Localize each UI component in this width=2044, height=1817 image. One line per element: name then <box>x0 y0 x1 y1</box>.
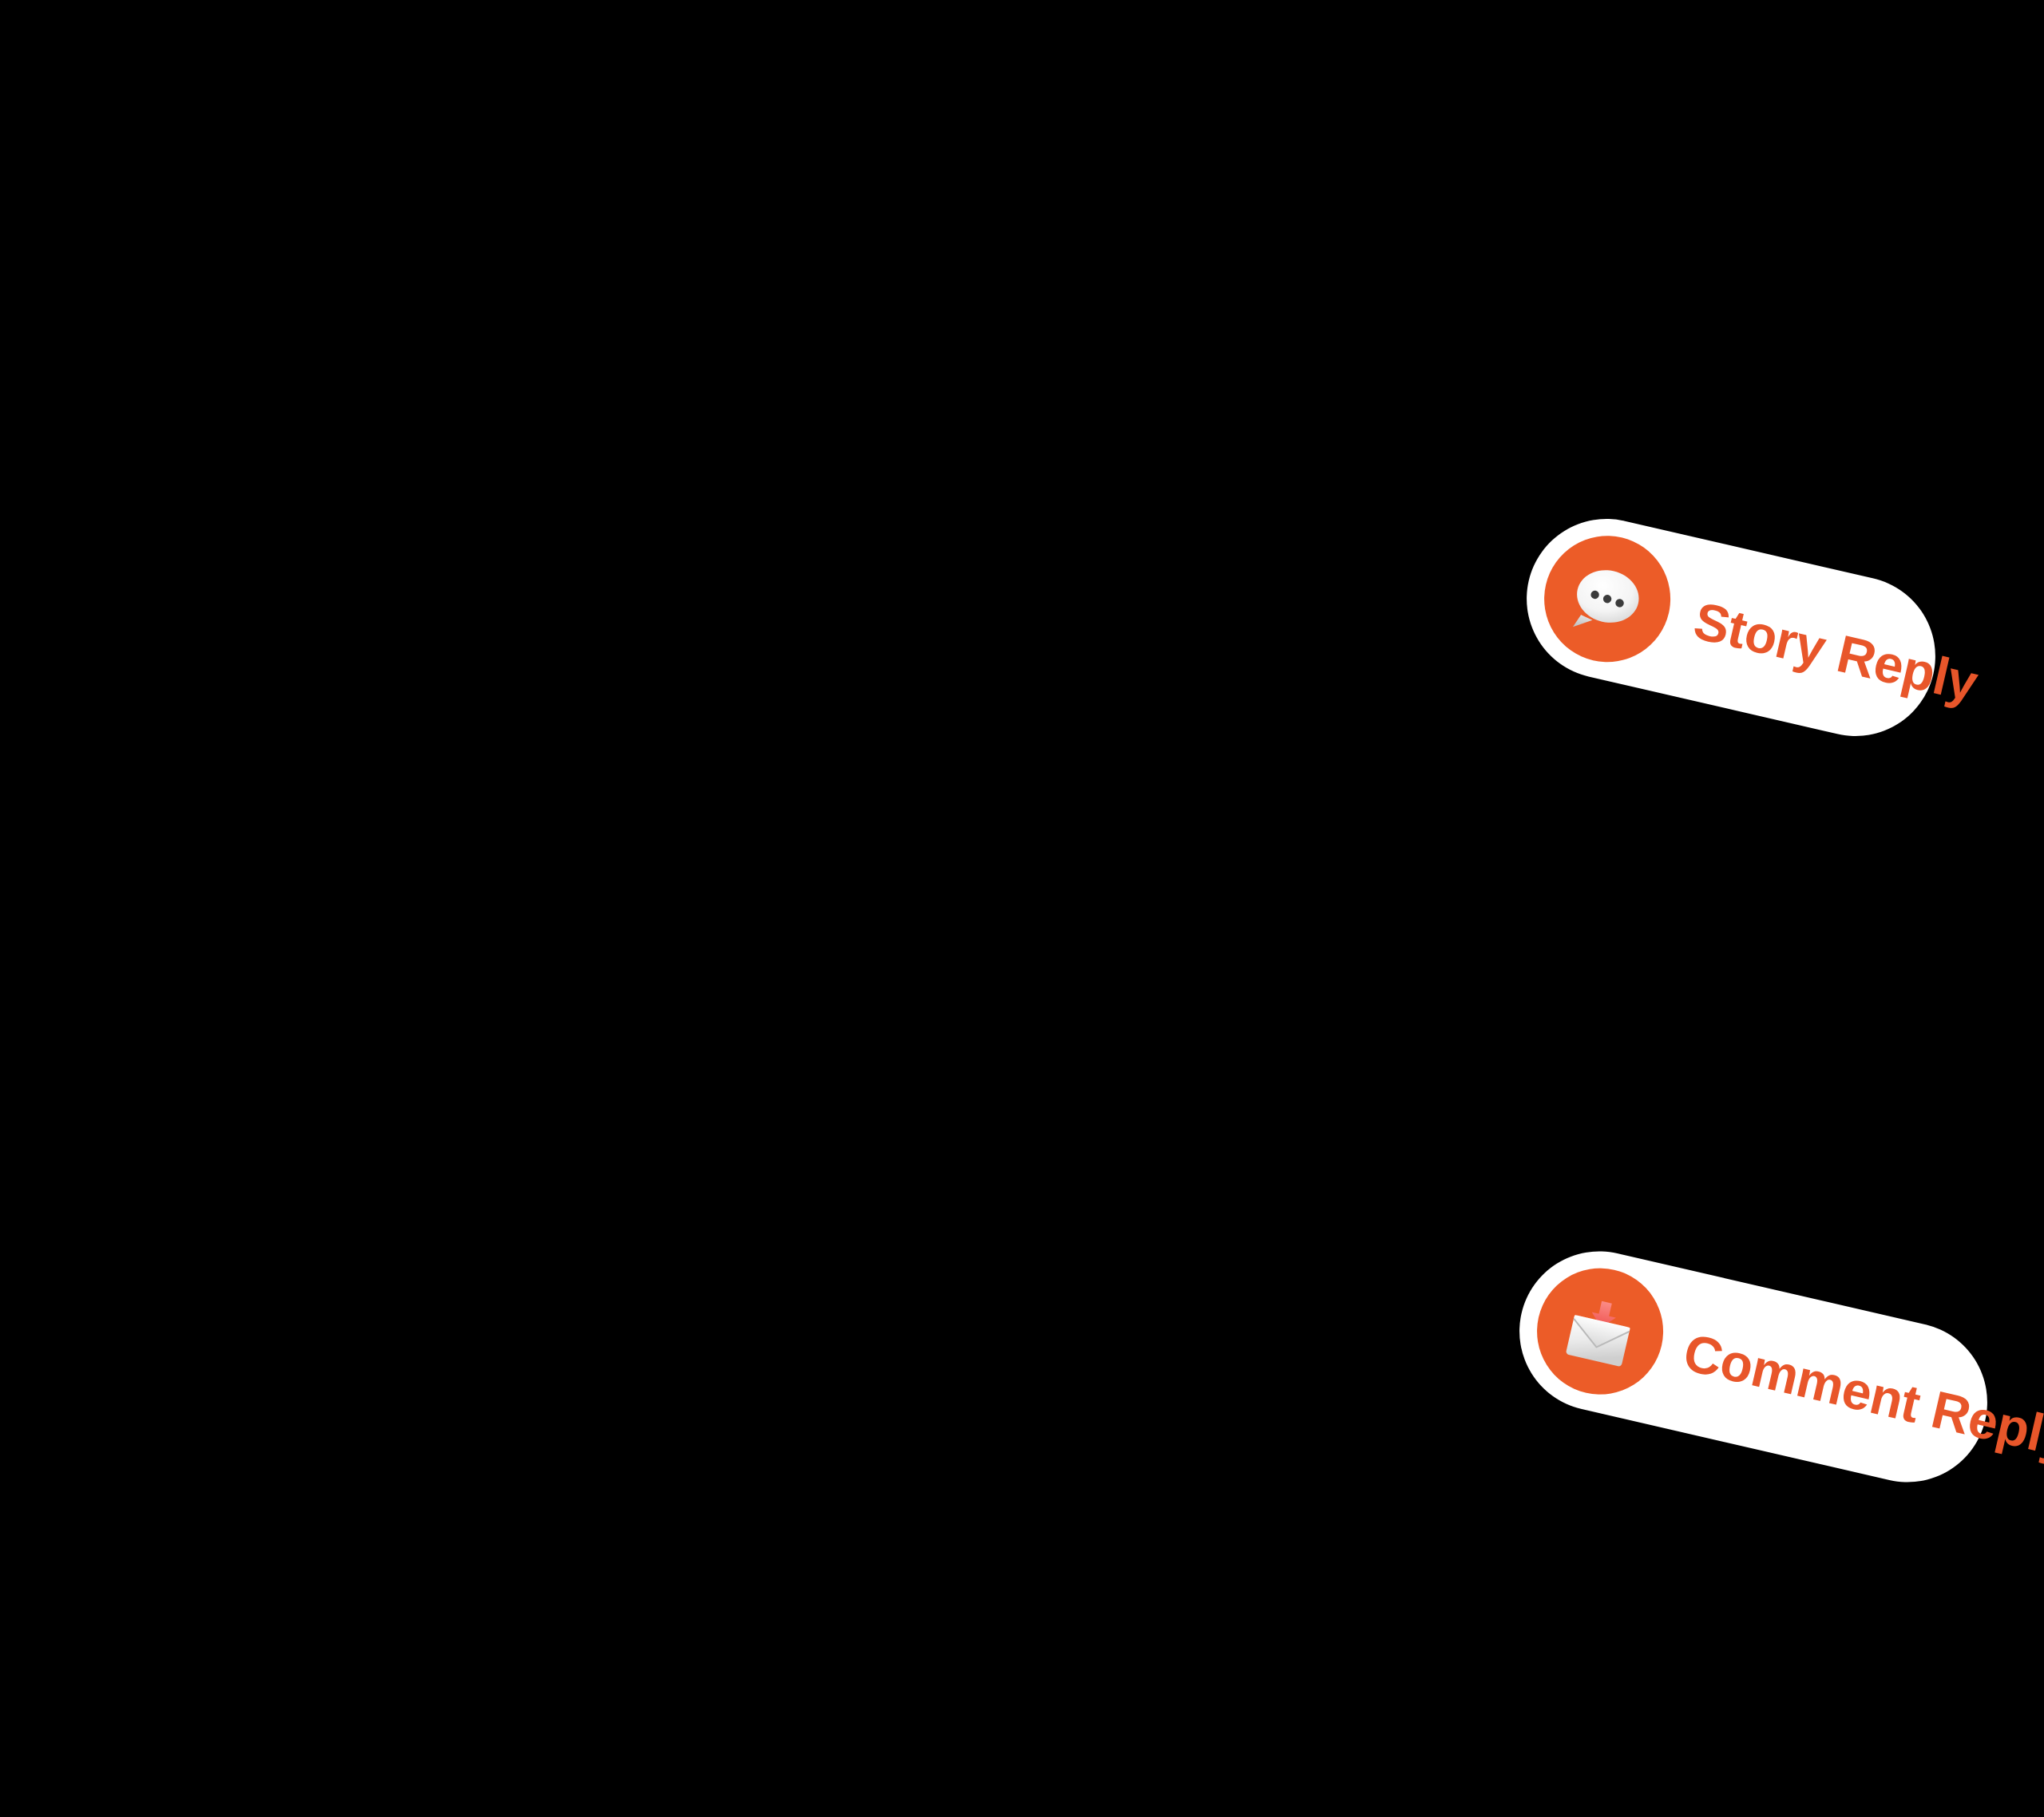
envelope-with-arrow-icon <box>1524 1255 1676 1407</box>
envelope-with-arrow-glyph <box>1551 1281 1650 1381</box>
speech-balloon-glyph <box>1558 549 1658 649</box>
badge-comment-reply[interactable]: Comment Reply <box>1503 1235 2044 1498</box>
badge-story-reply-label: Story Reply <box>1688 590 1983 713</box>
badge-story-reply[interactable]: Story Reply <box>1511 503 1983 752</box>
speech-balloon-icon <box>1531 523 1683 675</box>
badge-comment-reply-label: Comment Reply <box>1678 1322 2044 1469</box>
